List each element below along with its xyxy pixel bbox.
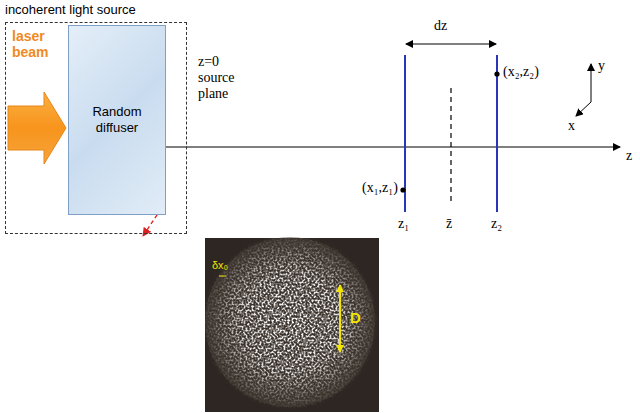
beam-label: laser beam: [12, 28, 49, 60]
mid-plane: [450, 88, 451, 205]
y-axis: [591, 64, 592, 102]
diameter-label: D: [350, 309, 361, 326]
axis-label: y: [598, 58, 605, 74]
diffuser-label: Random diffuser: [69, 104, 165, 135]
x-axis: [576, 102, 591, 116]
plane-coordinate: z₂: [491, 216, 502, 232]
plane-label: z=0 source plane: [198, 54, 235, 102]
diffuser-box: Random diffuser: [68, 25, 166, 215]
point-1: [400, 187, 405, 192]
optical-axis: [158, 147, 620, 148]
dz-label: dz: [434, 18, 447, 34]
d-dimension: [339, 285, 341, 352]
dz-dimension: [406, 44, 496, 45]
laser-arrow: [8, 92, 66, 164]
source-heading: incoherent light source: [5, 2, 136, 17]
point-label: (x₁,z₁): [362, 180, 398, 196]
point-label: (x₂,z₂): [503, 64, 539, 80]
grain-mark: [219, 276, 226, 277]
axis-label: x: [568, 118, 575, 134]
plane-coordinate: z̄: [446, 216, 452, 232]
speckle-image: [205, 238, 379, 412]
point-2: [494, 71, 499, 76]
plane-z2: [496, 55, 498, 212]
axis-label: z: [626, 148, 632, 164]
plane-coordinate: z₁: [398, 216, 409, 232]
speckle-pattern: [205, 238, 379, 412]
grain-size-label: δx₀: [212, 259, 228, 272]
